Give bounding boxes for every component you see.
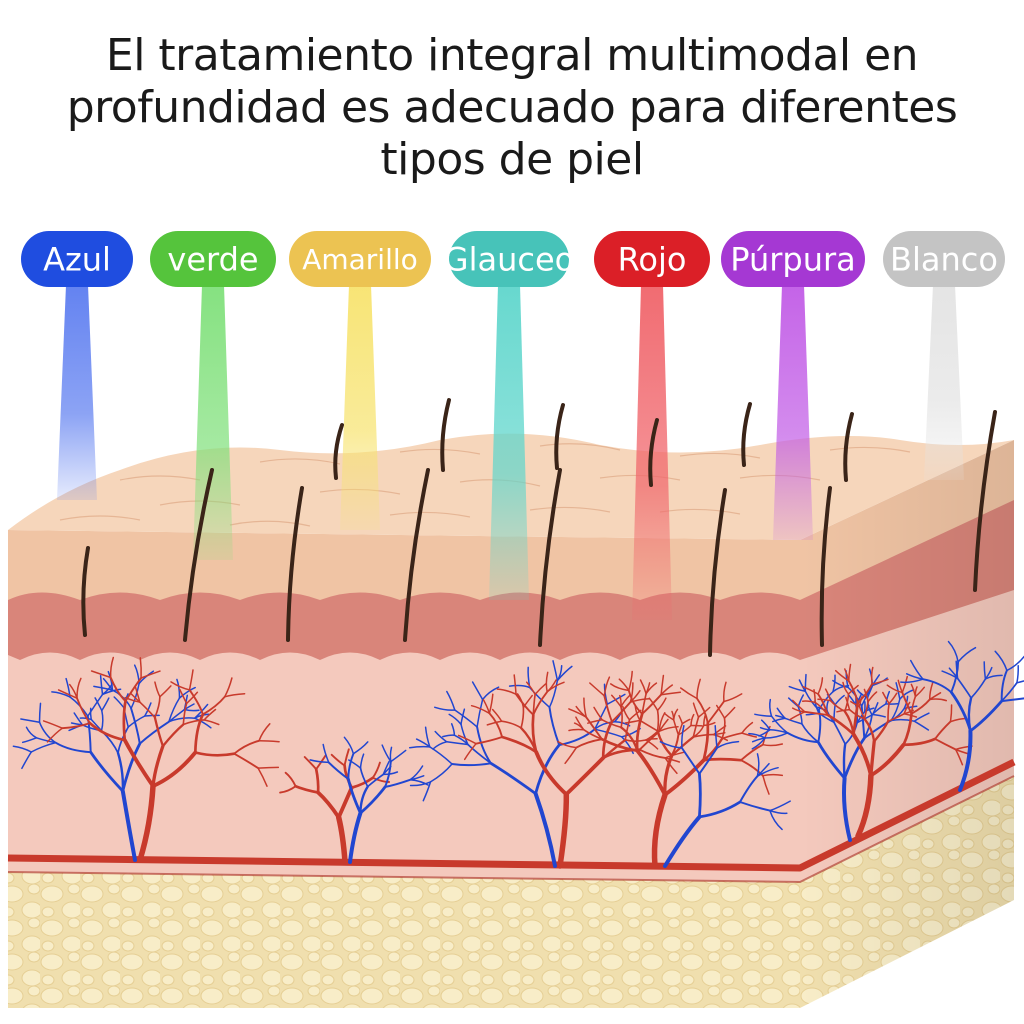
light-label-amarillo: Amarillo [289,231,431,287]
light-label-blanco: Blanco [883,231,1005,287]
hair-8 [973,410,997,592]
hair-11 [554,403,565,470]
beam-amarillo [340,285,380,530]
label-text-glauceo: Glauceo [444,241,574,279]
label-pill-purpura [721,231,865,287]
hair-10 [440,398,451,472]
hair-5 [538,468,562,647]
capillary-branch-10 [789,663,973,839]
hair-3 [286,486,304,642]
beam-purpura [773,285,813,540]
title-line-1: El tratamiento integral multimodal en [105,30,919,81]
capillary-branch-6 [457,671,685,869]
epidermis-layer [8,440,1014,600]
hair-14 [843,412,854,482]
hypodermis-fat-layer [8,776,1014,1008]
label-pill-verde [150,231,276,287]
label-pill-rojo [594,231,710,287]
diagram-title: El tratamiento integral multimodal en pr… [0,30,1024,186]
hair-6 [708,488,727,657]
vein-branch-1 [12,664,212,862]
label-text-azul: Azul [43,241,111,279]
label-text-rojo: Rojo [618,241,687,279]
vein-branch-4 [309,736,429,864]
light-label-rojo: Rojo [594,231,710,287]
main-artery [7,758,1016,872]
blood-vessels [7,640,1024,884]
label-text-amarillo: Amarillo [302,243,418,276]
light-label-verde: verde [150,231,276,287]
light-label-azul: Azul [21,231,133,287]
label-pill-azul [21,231,133,287]
hair-13 [741,402,752,467]
beam-glauceo [489,285,529,600]
vein-branch-11 [900,640,1024,792]
beam-blanco [924,285,964,480]
label-pill-amarillo [289,231,431,287]
hair-4 [403,468,430,642]
beam-verde [193,285,233,560]
vein-branch-9 [748,668,930,842]
label-text-purpura: Púrpura [730,241,856,279]
light-label-glauceo: Glauceo [444,231,574,287]
hair-2 [183,468,214,642]
hair-9 [333,423,344,480]
title-line-2: profundidad es adecuado para diferentes [66,82,958,133]
capillary-branch-2 [42,656,280,863]
light-beams [57,285,964,620]
label-pill-blanco [883,231,1005,287]
hair-12 [648,418,659,487]
label-text-verde: verde [167,241,258,279]
light-color-labels: Azul verde Amarillo Glauceo Rojo Púrpura Blanc… [21,231,1005,287]
title-line-3: tipos de piel [380,134,644,185]
dermal-papillae-layer [8,470,1014,660]
light-label-purpura: Púrpura [721,231,865,287]
hair-7 [819,486,832,647]
hair-1 [81,546,90,637]
label-text-blanco: Blanco [890,241,998,279]
beam-azul [57,285,97,500]
dermis-layer [8,560,1014,882]
vein-branch-8 [659,724,791,868]
label-pill-glauceo [449,231,569,287]
hair-shafts [81,398,997,657]
